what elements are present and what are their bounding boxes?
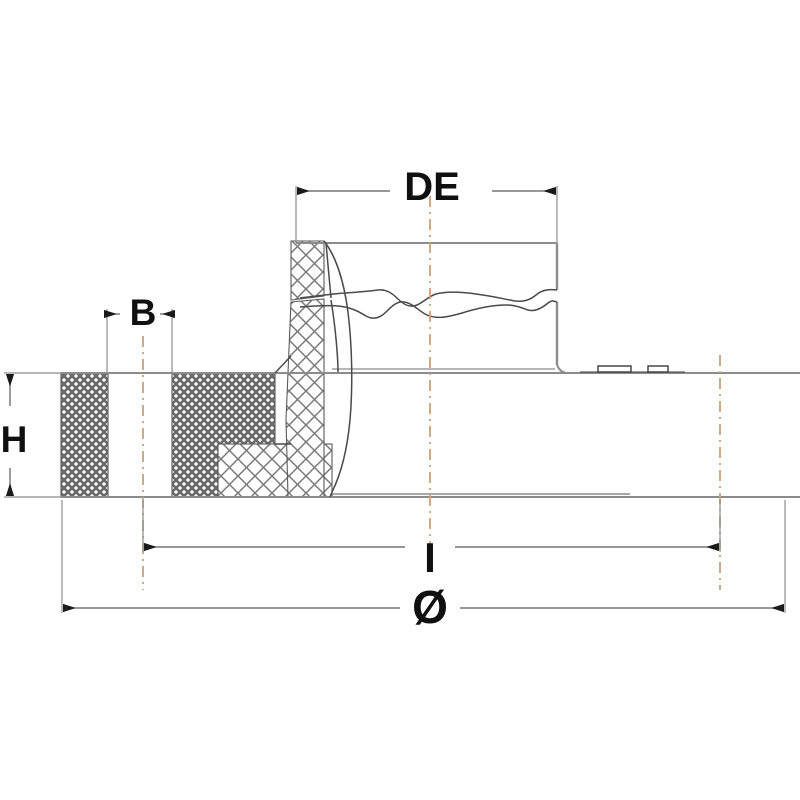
neck-outer-curve <box>323 240 353 498</box>
dimension-label-b: B <box>130 292 157 333</box>
dimension-label-h: H <box>1 419 28 460</box>
dimension-diameter <box>61 500 786 613</box>
upper-shell-right-fillet <box>556 364 567 374</box>
bellows-upper-wave <box>299 288 558 307</box>
dimension-de <box>295 186 558 243</box>
bellows-wave-profile <box>299 288 558 319</box>
neck-inner-curve <box>330 299 339 373</box>
bellows-lower-wave <box>299 300 558 319</box>
hatch-neck-upper <box>291 241 324 300</box>
dimension-i <box>142 500 721 552</box>
hatch-flange-outer <box>60 372 109 498</box>
notch-detail-group <box>580 365 685 373</box>
dimension-h <box>4 372 61 498</box>
hatched-section-group <box>60 240 333 498</box>
hatch-neck-upper-outline <box>290 240 325 301</box>
neck-upper-taper <box>325 242 332 299</box>
neck-transition-group <box>274 240 353 498</box>
dimension-label-i: I <box>424 534 436 581</box>
notch-right <box>647 365 669 373</box>
hatch-neck-lower <box>286 299 324 497</box>
dimension-b <box>103 309 176 372</box>
dimension-label-de: DE <box>404 165 460 209</box>
upper-shell-group <box>296 242 567 374</box>
dimension-label-diameter: Ø <box>412 581 448 633</box>
hatch-flange-inner <box>172 373 275 444</box>
hatch-flange-inner-lower <box>172 444 218 497</box>
neck-step-lead <box>274 355 292 374</box>
notch-left <box>597 365 632 373</box>
